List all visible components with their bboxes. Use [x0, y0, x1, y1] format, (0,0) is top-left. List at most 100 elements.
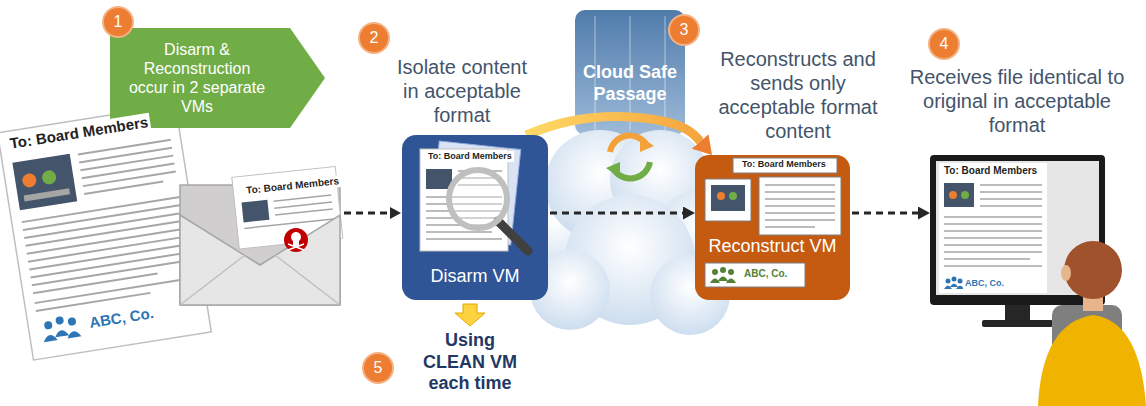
reconstructed-pieces-part-part — [765, 184, 835, 186]
reconstructed-pieces-part-part — [712, 269, 718, 275]
monitor-icon-part — [982, 320, 1053, 327]
monitor-icon-part — [944, 183, 974, 207]
step-heading: Reconstructs and sends only acceptable f… — [718, 47, 878, 143]
reconstructed-pieces-part-part — [720, 267, 726, 273]
monitor-icon-part-part — [944, 284, 964, 290]
note-text: Using CLEAN VM each time — [416, 330, 524, 395]
monitor-icon-part-part — [944, 230, 1042, 232]
document-illustration-part-part — [84, 182, 163, 195]
document-heading: To: Board Members — [740, 159, 828, 170]
envelope-illustration-part — [293, 241, 299, 246]
dashed-arrow — [852, 212, 918, 215]
reconstructed-pieces-part-part — [765, 219, 835, 221]
cloud-art — [560, 10, 700, 330]
cycle-icon — [606, 136, 654, 179]
person-figure-part — [1038, 315, 1146, 406]
document-illustration-part-part — [44, 321, 53, 330]
document-illustration-part-part — [80, 156, 173, 171]
reconstructed-pieces-part-part — [765, 205, 835, 207]
node-text: Disarm & Reconstruction occur in 2 separ… — [122, 40, 272, 117]
envelope-illustration-part-part — [242, 200, 270, 223]
monitor-icon-part-part — [944, 216, 1042, 218]
monitor-icon-part-part — [944, 265, 1042, 267]
document-illustration-part — [21, 172, 37, 188]
monitor-icon-part-part — [944, 244, 1042, 246]
reconstructed-pieces-part — [705, 263, 805, 287]
envelope-illustration-part — [180, 215, 340, 305]
company-name: ABC, Co. — [963, 278, 1006, 289]
reconstructed-pieces-part-part — [765, 191, 835, 193]
monitor-icon-part — [944, 185, 1042, 266]
dashed-arrow-part — [344, 212, 391, 215]
document-illustration-part-part — [79, 148, 172, 163]
document-illustration-part — [13, 140, 194, 311]
monitor-icon-part-part — [980, 198, 1042, 200]
step-heading: Receives file identical to original in a… — [907, 65, 1127, 137]
monitor-icon-part-part — [958, 279, 963, 284]
reconstructed-pieces-part — [717, 192, 725, 200]
reconstructed-pieces-part-part — [765, 212, 835, 214]
monitor-icon-part-part — [944, 258, 1030, 260]
person-figure — [1038, 241, 1146, 406]
monitor-icon-part-part — [946, 279, 951, 284]
document-illustration-part — [40, 314, 81, 343]
monitor-icon-part — [1005, 305, 1030, 321]
envelope-illustration-part — [291, 232, 301, 242]
monitor-icon-part-part — [980, 191, 1042, 193]
reconstructed-pieces-part-part — [765, 226, 815, 228]
document-illustration-part-part — [33, 274, 157, 294]
document-illustration-part — [41, 169, 57, 185]
document-stack-part-part — [426, 238, 502, 240]
cycle-icon-part — [606, 162, 620, 178]
document-heading: To: Board Members — [426, 151, 514, 162]
envelope-illustration-part — [275, 255, 340, 305]
company-name: ABC, Co. — [742, 268, 789, 280]
cloud-title: Cloud Safe Passage — [570, 62, 690, 105]
reconstructed-pieces-part — [705, 179, 751, 221]
document-stack-part — [426, 169, 452, 189]
envelope-illustration — [180, 167, 343, 305]
reconstructed-pieces-part — [765, 185, 835, 227]
document-illustration-part-part — [55, 316, 64, 325]
envelope-illustration-part-part-part — [274, 202, 332, 208]
monitor-icon — [930, 155, 1105, 327]
reconstructed-pieces-part-part — [765, 198, 835, 200]
cloud-shape: Cloud Safe Passage — [560, 10, 700, 330]
dashed-arrow — [344, 207, 401, 219]
envelope-illustration-part-part — [242, 195, 334, 228]
callout-number: 2 — [358, 22, 390, 54]
document-heading: To: Board Members — [942, 165, 1039, 177]
cloud-shape-part — [530, 250, 610, 330]
document-illustration-part-part — [42, 327, 81, 342]
reconstructed-pieces — [705, 158, 841, 287]
monitor-icon-part-part — [980, 184, 1042, 186]
reconstructed-pieces-part — [711, 185, 745, 211]
envelope-illustration-part — [284, 228, 308, 252]
reconstructed-pieces-part — [759, 177, 841, 235]
monitor-art — [930, 155, 1105, 305]
document-illustration-part-part — [67, 317, 76, 326]
document-stack-part — [420, 149, 508, 251]
document-illustration-part — [24, 188, 70, 201]
reconstructed-pieces-part-part — [710, 277, 736, 284]
envelope-illustration-part — [288, 244, 304, 250]
document-illustration-part-part — [82, 164, 175, 179]
callout-number: 3 — [668, 14, 700, 46]
monitor-icon-part-part — [944, 223, 1042, 225]
monitor-icon-part-part — [944, 237, 1042, 239]
down-arrow — [455, 304, 485, 326]
monitor-icon-part — [939, 163, 1047, 293]
monitor-icon-part-part — [980, 205, 1042, 207]
monitor-icon-part — [961, 191, 969, 199]
callout-number: 5 — [362, 352, 394, 384]
callout-number: 4 — [928, 28, 960, 60]
dashed-arrow-part — [390, 207, 401, 219]
envelope-illustration-part — [180, 255, 245, 305]
recipient-monitor: Receives file identical to original in a… — [930, 155, 1105, 305]
document-illustration-part-part — [83, 171, 176, 186]
step-heading: Isolate content in acceptable format — [387, 55, 537, 127]
person-figure-part — [1061, 265, 1071, 281]
magnifier-icon-part — [449, 170, 507, 228]
person-figure-part — [1064, 241, 1122, 299]
